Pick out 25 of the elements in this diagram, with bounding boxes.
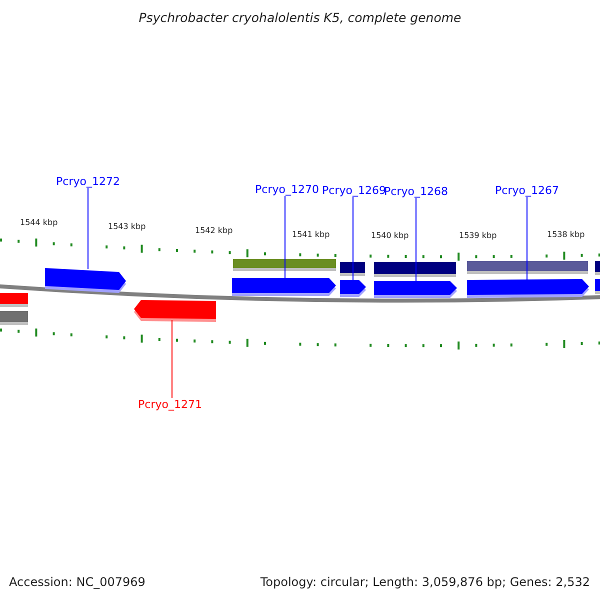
scale-label: 1541 kbp [292,230,330,239]
gene-label: Pcryo_1269 [322,184,386,197]
scale-label: 1542 kbp [195,226,233,235]
leader-line [284,196,286,280]
gene-label: Pcryo_1272 [56,175,120,188]
genome-info: Accession: NC_007969 [9,575,146,589]
scale-label: 1543 kbp [108,222,146,231]
scale-label: 1539 kbp [459,231,497,240]
scale-label: 1538 kbp [547,230,585,239]
gene-feature [45,268,126,293]
gene-label: Pcryo_1267 [495,184,559,197]
gene-label: Pcryo_1271 [138,398,202,411]
gene-feature [340,280,366,297]
leader-line [352,196,354,282]
gene-feature [232,278,336,296]
genome-info: Topology: circular; Length: 3,059,876 bp; Genes: 2,532 [260,575,590,589]
scale-label: 1544 kbp [20,218,58,227]
gene-feature [467,279,589,298]
gene-feature [374,281,457,298]
gene-label: Pcryo_1268 [384,185,448,198]
leader-line [526,196,528,280]
title: Psychrobacter cryohalolentis K5, complete genome [138,10,462,25]
gene-feature [134,300,216,322]
scale-label: 1540 kbp [371,231,409,240]
gene-label: Pcryo_1270 [255,183,319,196]
